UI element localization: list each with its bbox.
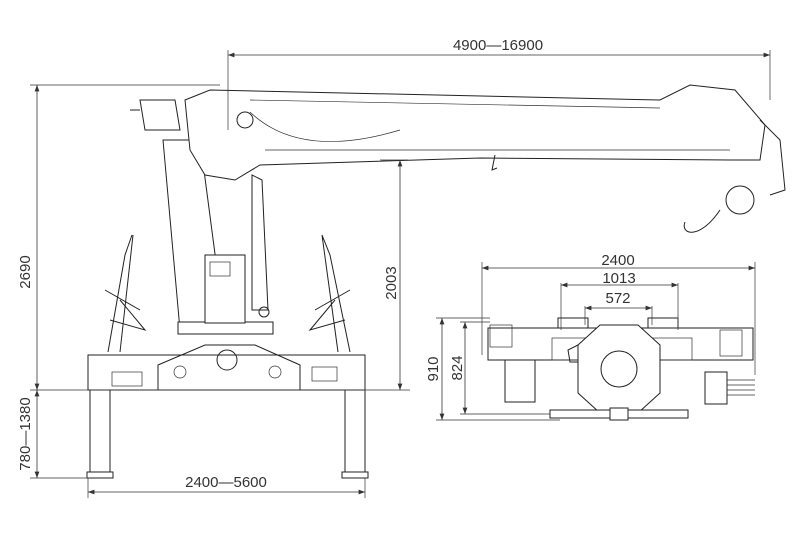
pad-spacing-outer-label: 1013 [602, 270, 635, 287]
pad-spacing-inner-label: 572 [605, 290, 630, 307]
hook-icon [683, 209, 721, 233]
outrigger-span-label: 2400—5600 [185, 474, 267, 491]
left-outrigger-leg [89, 389, 111, 473]
hook-block [725, 185, 755, 215]
side-dimensions: 4900—16900 2690 780—1380 2003 2400—5600 [17, 37, 771, 498]
outrigger-height-label: 780—1380 [17, 397, 34, 470]
side-view [86, 84, 786, 479]
top-view [487, 317, 755, 421]
crane-boom [184, 84, 766, 181]
overall-depth-label: 910 [425, 356, 442, 381]
boom-length-label: 4900—16900 [453, 37, 543, 54]
frame-depth-label: 824 [449, 355, 466, 380]
mast-height-label: 2003 [383, 266, 400, 299]
right-outrigger-leg [344, 389, 366, 473]
top-dimensions: 2400 1013 572 910 824 [425, 252, 756, 421]
crane-base [87, 354, 366, 391]
slewing-plate [577, 324, 661, 414]
total-height-label: 2690 [17, 255, 34, 288]
control-box [504, 359, 536, 403]
overall-width-label: 2400 [601, 252, 634, 269]
